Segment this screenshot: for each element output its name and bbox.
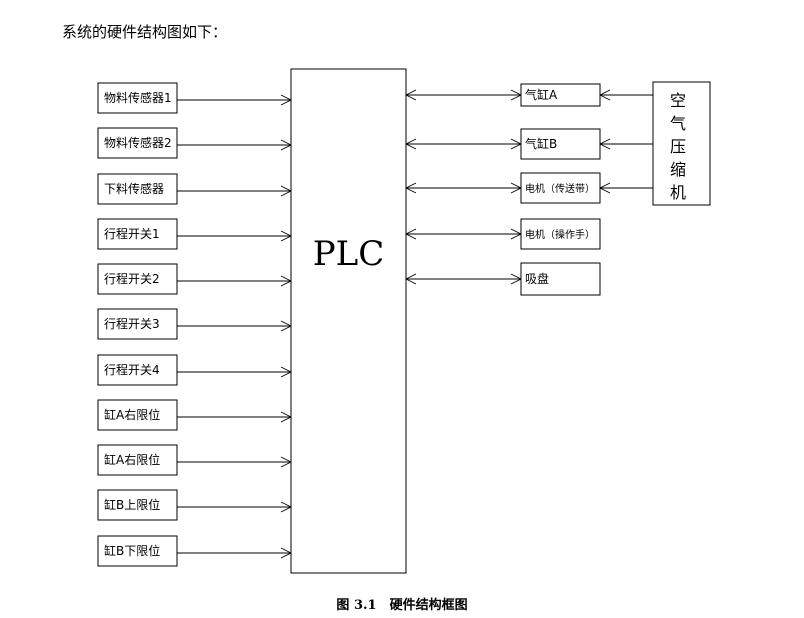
input-box: 缸A右限位 [97,444,178,476]
input-box: 物料传感器2 [97,127,178,159]
intro-text: 系统的硬件结构图如下： [62,23,228,41]
output-label: 气缸B [525,136,557,151]
input-box: 下料传感器 [97,173,178,205]
input-box: 行程开关3 [97,308,178,340]
output-box: 气缸A [520,83,601,107]
input-label: 行程开关2 [104,271,160,286]
plc-box: PLC [290,68,407,574]
input-box: 行程开关1 [97,218,178,250]
input-box: 物料传感器1 [97,82,178,114]
output-label: 电机（操作手） [525,228,595,241]
air-compressor-box: 空气压缩机 [652,81,711,206]
input-label: 缸B下限位 [104,543,160,558]
input-box: 行程开关2 [97,263,178,295]
output-label: 气缸A [525,87,558,102]
input-box: 行程开关4 [97,354,178,386]
input-label: 行程开关1 [104,226,160,241]
input-box: 缸B下限位 [97,535,178,567]
output-box: 电机（操作手） [520,218,601,250]
output-box: 吸盘 [520,262,601,296]
input-label: 下料传感器 [104,181,164,196]
output-box: 电机（传送带） [520,172,601,204]
output-box: 气缸B [520,128,601,160]
plc-label: PLC [313,234,384,274]
output-label: 电机（传送带） [525,182,595,195]
input-label: 缸A右限位 [104,452,160,467]
input-label: 缸B上限位 [104,497,160,512]
air-compressor-label: 空气压缩机 [670,91,686,202]
input-label: 物料传感器2 [104,135,172,150]
input-label: 行程开关4 [104,362,160,377]
input-label: 行程开关3 [104,316,160,331]
connection-lines [177,89,653,559]
input-label: 缸A右限位 [104,407,160,422]
input-box: 缸B上限位 [97,489,178,521]
output-label: 吸盘 [525,271,549,286]
input-label: 物料传感器1 [104,90,172,105]
figure-caption: 图 3.1 硬件结构框图 [336,598,468,613]
input-box: 缸A右限位 [97,399,178,431]
